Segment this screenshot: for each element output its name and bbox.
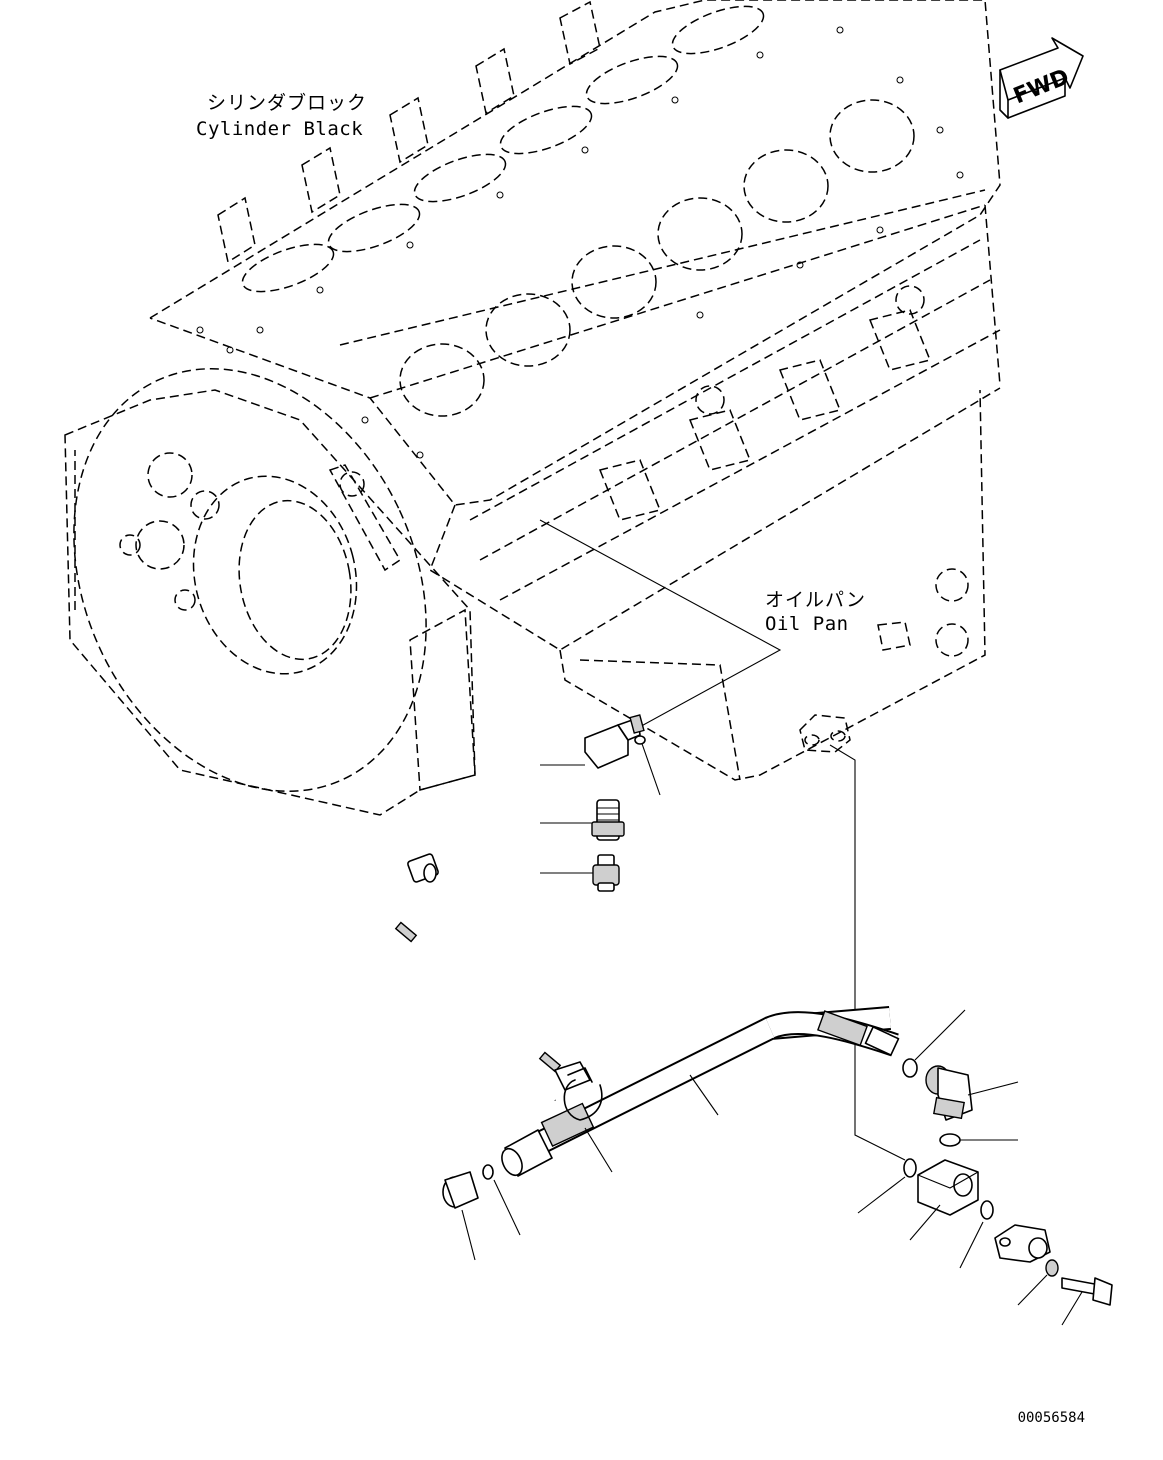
o-ring-2 [980,1200,994,1220]
cover-plate [994,1224,1051,1263]
flexible-hose [376,853,591,1103]
straight-connector [591,799,625,841]
elbow-fitting-right [902,1058,973,1147]
flywheel-housing [64,368,476,816]
oil-pan [559,389,986,781]
bolt [1061,1277,1113,1306]
cylinder-block-label-jp: シリンダブロック [207,92,368,114]
o-ring [482,1164,494,1180]
reference-lines [539,519,906,1161]
small-connector [592,854,620,892]
oil-pan-label-en: Oil Pan [765,613,849,635]
elbow-adapter [584,714,646,769]
oil-pan-label-jp: オイルパン [765,589,866,611]
cylinder-block [149,0,1001,651]
plug [442,1171,479,1209]
flange-block [903,1158,979,1216]
oil-pipe [501,1006,900,1177]
document-number: 00056584 [1017,1410,1085,1426]
fwd-arrow-icon: FWD [999,37,1084,119]
washer [1045,1259,1059,1277]
cylinder-block-label-en: Cylinder Black [196,118,364,140]
